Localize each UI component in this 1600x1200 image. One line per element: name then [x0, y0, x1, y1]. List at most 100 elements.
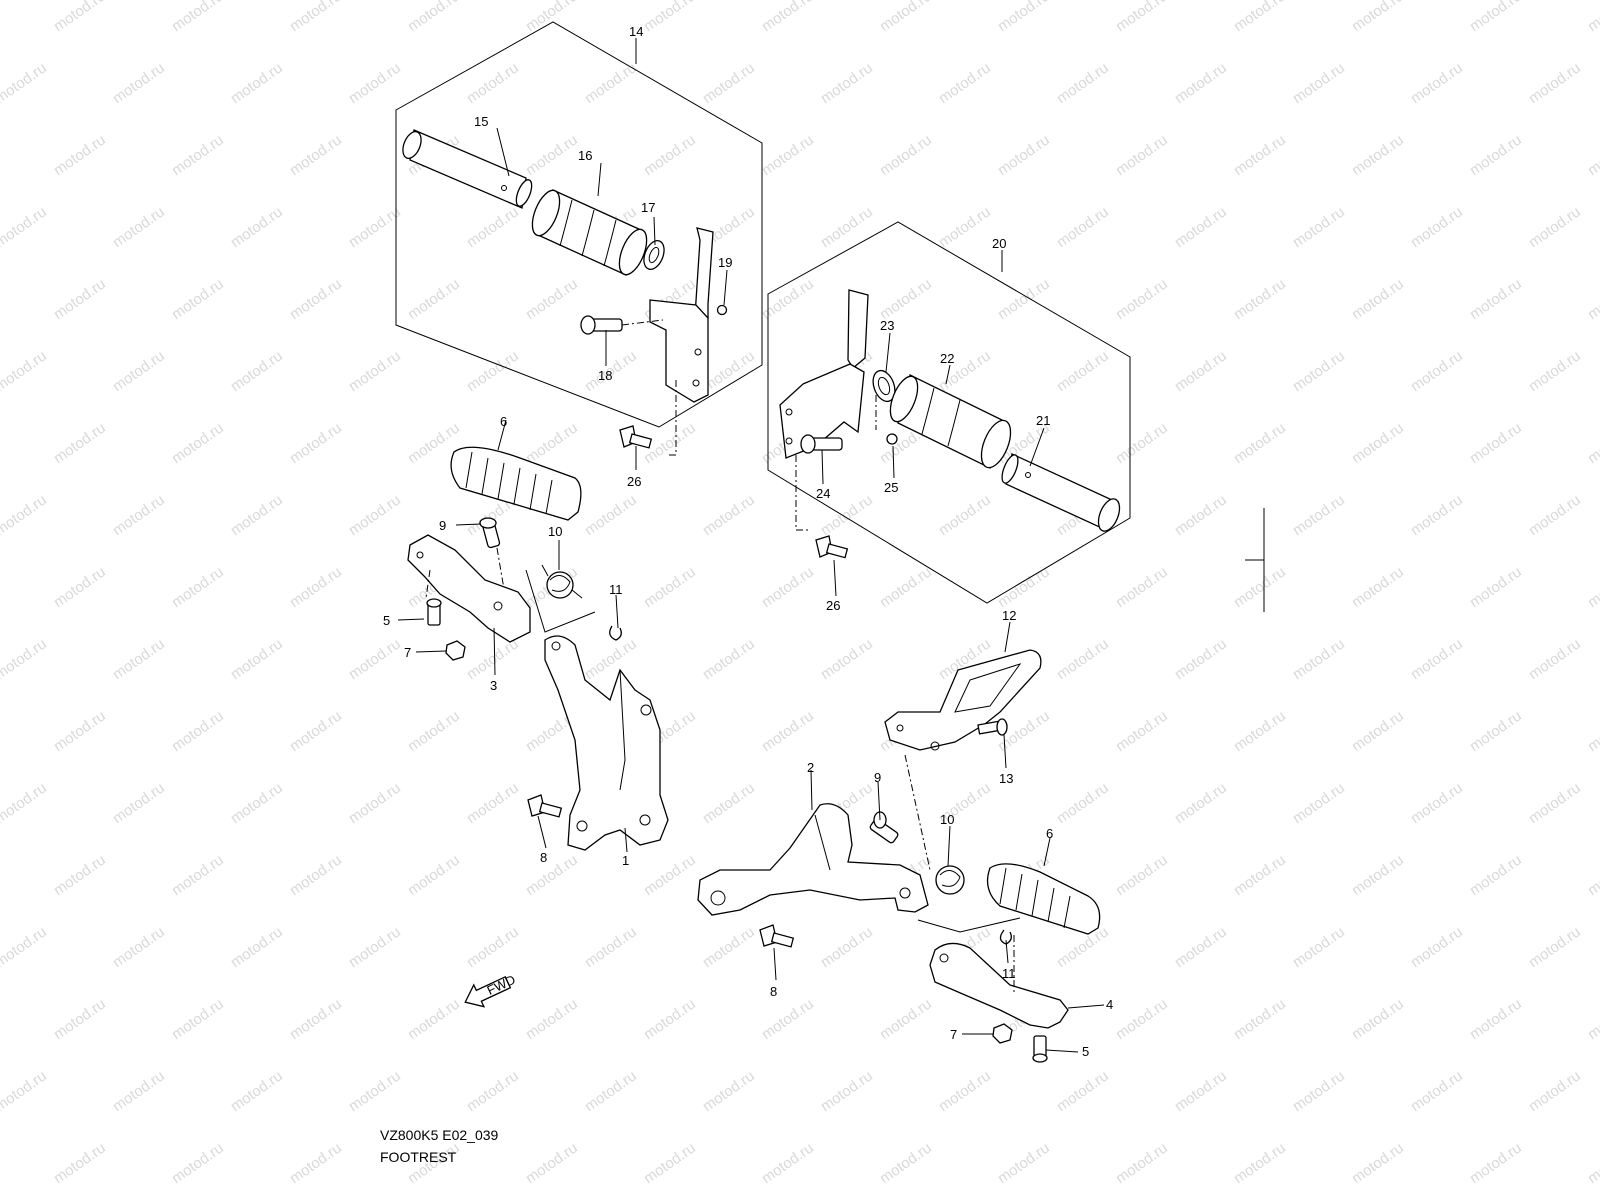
watermark-text: motod.ru: [1467, 419, 1525, 467]
callout-4: 4: [1106, 997, 1113, 1012]
watermark-text: motod.ru: [877, 1139, 935, 1187]
watermark-text: motod.ru: [1408, 779, 1466, 827]
callout-16: 16: [578, 148, 592, 163]
watermark-text: motod.ru: [1585, 563, 1600, 611]
watermark-text: motod.ru: [405, 707, 463, 755]
watermark-text: motod.ru: [346, 779, 404, 827]
watermark-text: motod.ru: [1290, 491, 1348, 539]
watermark-text: motod.ru: [1467, 851, 1525, 899]
watermark-text: motod.ru: [1231, 707, 1289, 755]
watermark-text: motod.ru: [0, 779, 50, 827]
watermark-text: motod.ru: [1290, 635, 1348, 683]
watermark-text: motod.ru: [1467, 995, 1525, 1043]
watermark-text: motod.ru: [1054, 635, 1112, 683]
part-4-bracket: [929, 935, 1069, 1029]
watermark-text: motod.ru: [1585, 1139, 1600, 1187]
callout-5-left: 5: [383, 613, 390, 628]
part-15-rod: [402, 129, 533, 209]
callout-7-left: 7: [404, 645, 411, 660]
watermark-text: motod.ru: [1231, 275, 1289, 323]
part-5-bolt-left: [426, 598, 442, 626]
watermark-text: motod.ru: [1526, 491, 1584, 539]
watermark-text: motod.ru: [641, 563, 699, 611]
watermark-text: motod.ru: [287, 995, 345, 1043]
part-12-bracket: [884, 649, 1042, 751]
watermark-text: motod.ru: [287, 707, 345, 755]
watermark-text: motod.ru: [1526, 635, 1584, 683]
watermark-text: motod.ru: [1054, 779, 1112, 827]
watermark-text: motod.ru: [287, 1139, 345, 1187]
watermark-text: motod.ru: [523, 1139, 581, 1187]
watermark-text: motod.ru: [582, 923, 640, 971]
callout-10-left: 10: [548, 524, 562, 539]
watermark-text: motod.ru: [877, 131, 935, 179]
watermark-text: motod.ru: [346, 923, 404, 971]
part-24-pin: [800, 434, 843, 454]
watermark-text: motod.ru: [1467, 0, 1525, 35]
watermark-text: motod.ru: [346, 635, 404, 683]
callout-2: 2: [807, 760, 814, 775]
watermark-text: motod.ru: [110, 923, 168, 971]
watermark-text: motod.ru: [169, 1139, 227, 1187]
watermark-text: motod.ru: [0, 635, 50, 683]
watermark-text: motod.ru: [464, 779, 522, 827]
watermark-text: motod.ru: [1349, 563, 1407, 611]
watermark-text: motod.ru: [464, 59, 522, 107]
watermark-text: motod.ru: [1526, 347, 1584, 395]
callout-17: 17: [641, 200, 655, 215]
watermark-text: motod.ru: [1113, 131, 1171, 179]
callout-25: 25: [884, 480, 898, 495]
watermark-text: motod.ru: [1408, 635, 1466, 683]
watermark-text: motod.ru: [110, 779, 168, 827]
watermark-text: motod.ru: [405, 851, 463, 899]
watermark-text: motod.ru: [1526, 923, 1584, 971]
watermark-text: motod.ru: [700, 635, 758, 683]
part-19-clip: [716, 304, 728, 316]
callout-5-right: 5: [1082, 1044, 1089, 1059]
watermark-text: motod.ru: [1349, 1139, 1407, 1187]
callout-11-left: 11: [609, 582, 623, 597]
callout-21: 21: [1036, 413, 1050, 428]
watermark-text: motod.ru: [228, 923, 286, 971]
watermark-text: motod.ru: [1585, 419, 1600, 467]
watermark-text: motod.ru: [936, 203, 994, 251]
watermark-text: motod.ru: [51, 851, 109, 899]
watermark-text: motod.ru: [582, 491, 640, 539]
watermark-text: motod.ru: [877, 563, 935, 611]
watermark-text: motod.ru: [818, 1067, 876, 1115]
watermark-text: motod.ru: [51, 707, 109, 755]
watermark-text: motod.ru: [582, 635, 640, 683]
watermark-text: motod.ru: [818, 923, 876, 971]
watermark-text: motod.ru: [1467, 1139, 1525, 1187]
watermark-text: motod.ru: [818, 635, 876, 683]
callout-9-right: 9: [874, 770, 881, 785]
watermark-text: motod.ru: [759, 1139, 817, 1187]
watermark-text: motod.ru: [228, 203, 286, 251]
watermark-text: motod.ru: [287, 0, 345, 35]
watermark-text: motod.ru: [1349, 0, 1407, 35]
watermark-text: motod.ru: [1467, 275, 1525, 323]
part-22-grip: [889, 374, 1012, 469]
watermark-text: motod.ru: [641, 131, 699, 179]
watermark-text: motod.ru: [1290, 779, 1348, 827]
watermark-text: motod.ru: [287, 419, 345, 467]
watermark-text: motod.ru: [1290, 1067, 1348, 1115]
callout-20: 20: [992, 236, 1006, 251]
watermark-text: motod.ru: [51, 0, 109, 35]
callout-1: 1: [622, 853, 629, 868]
watermark-text: motod.ru: [1172, 491, 1230, 539]
watermark-text: motod.ru: [1290, 203, 1348, 251]
callout-23: 23: [880, 318, 894, 333]
left-front-footrest: [407, 446, 669, 851]
watermark-text: motod.ru: [1113, 1139, 1171, 1187]
watermark-text: motod.ru: [1467, 707, 1525, 755]
part-26-bolt-upper: [619, 425, 653, 449]
watermark-text: motod.ru: [228, 347, 286, 395]
callout-22: 22: [940, 351, 954, 366]
watermark-text: motod.ru: [759, 707, 817, 755]
watermark-text: motod.ru: [110, 1067, 168, 1115]
callout-9-left: 9: [439, 518, 446, 533]
watermark-text: motod.ru: [523, 275, 581, 323]
watermark-text: motod.ru: [110, 635, 168, 683]
